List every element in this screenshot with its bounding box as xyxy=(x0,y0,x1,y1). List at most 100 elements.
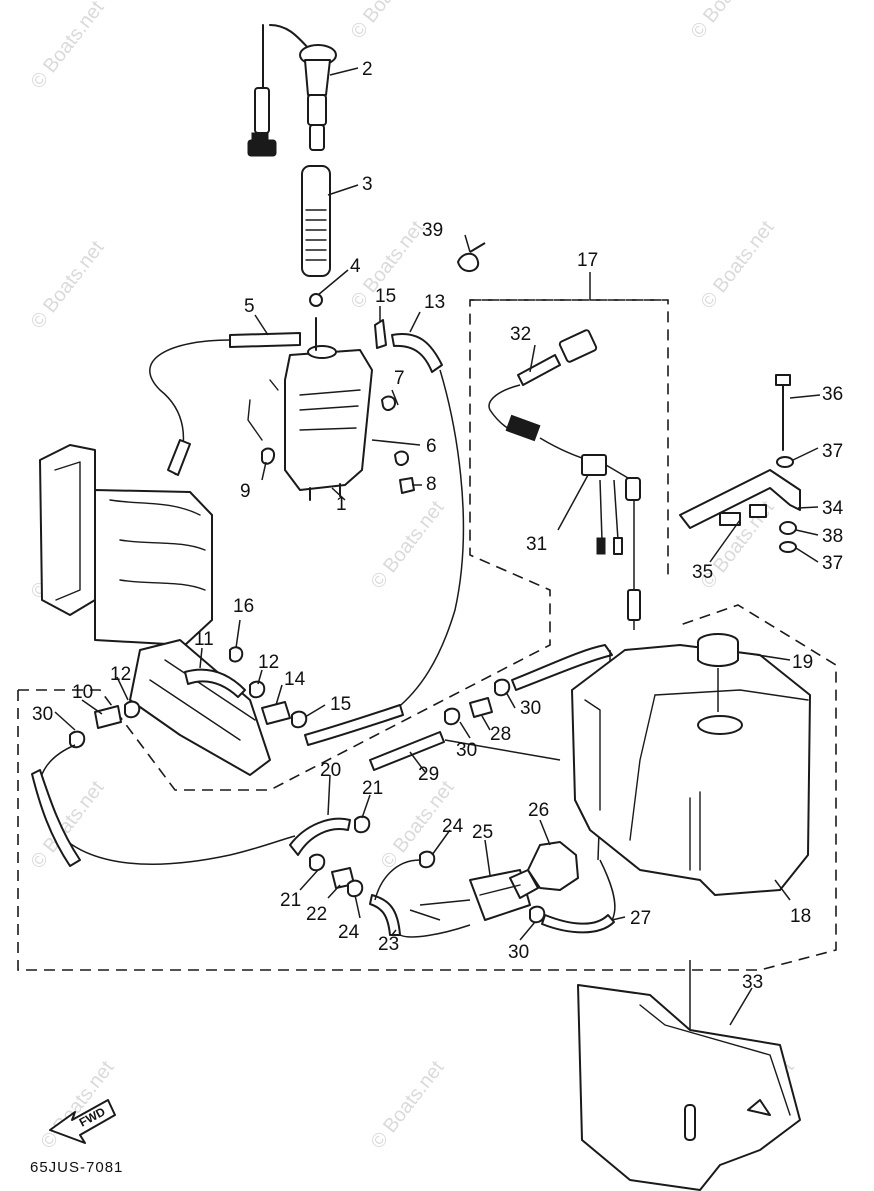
sensor-harness-17 xyxy=(488,329,645,673)
label-part-9: 9 xyxy=(240,481,251,502)
clip-30-left xyxy=(69,730,86,749)
hose-20 xyxy=(289,817,351,856)
tank-bracket-33 xyxy=(577,960,801,1191)
fwd-arrow: FWD xyxy=(49,1099,116,1144)
oil-strainer-3 xyxy=(301,165,331,277)
watermark: © Boats.net xyxy=(27,237,109,333)
grommet-4 xyxy=(309,293,323,307)
joint-10 xyxy=(94,705,122,729)
label-part-30-bottom: 30 xyxy=(508,942,529,963)
label-part-17: 17 xyxy=(577,250,598,271)
label-part-11: 11 xyxy=(194,629,214,650)
label-part-2: 2 xyxy=(362,59,373,80)
washer-37-top xyxy=(776,456,794,468)
engine-block xyxy=(39,444,271,776)
clip-16 xyxy=(229,646,244,663)
label-part-30-right: 30 xyxy=(520,698,541,719)
hose-23 xyxy=(369,894,401,936)
tank-cap-19 xyxy=(697,633,739,712)
filter-cap-26 xyxy=(527,841,579,891)
label-part-37-top: 37 xyxy=(822,441,843,462)
label-part-7: 7 xyxy=(394,368,405,389)
lower-group-boundary xyxy=(17,604,837,971)
label-part-23: 23 xyxy=(378,934,399,955)
label-part-4: 4 xyxy=(350,256,361,277)
label-part-19: 19 xyxy=(792,652,813,673)
label-part-21-bottom: 21 xyxy=(280,890,301,911)
label-part-39: 39 xyxy=(422,220,443,241)
clip-15-top xyxy=(374,319,387,349)
clip-30-upper xyxy=(494,678,511,697)
label-part-34: 34 xyxy=(822,498,844,519)
clip-6 xyxy=(394,450,409,466)
sleeve-32 xyxy=(517,354,561,386)
hose-29 xyxy=(369,731,445,771)
label-part-21-top: 21 xyxy=(362,778,383,799)
hose-13 xyxy=(391,333,443,373)
label-part-20: 20 xyxy=(320,760,341,781)
bolt-36 xyxy=(775,374,791,451)
label-part-25: 25 xyxy=(472,822,493,843)
sub-oil-tank-1 xyxy=(284,317,373,501)
joint-14 xyxy=(261,701,291,725)
label-part-8: 8 xyxy=(426,474,437,495)
clip-30-mid xyxy=(444,707,461,726)
return-hose-13 xyxy=(394,369,465,711)
clip-24-b xyxy=(419,850,436,869)
label-part-12-b: 12 xyxy=(258,652,279,673)
label-part-37-bottom: 37 xyxy=(822,553,843,574)
clip-21-b xyxy=(309,853,326,872)
label-part-26: 26 xyxy=(528,800,549,821)
bolt-8 xyxy=(399,477,415,494)
diagram-code: 65JUS-7081 xyxy=(30,1159,123,1176)
label-part-24-bottom: 24 xyxy=(338,922,360,943)
clamp-9 xyxy=(261,447,276,465)
label-part-30-mid: 30 xyxy=(456,740,477,761)
label-part-31: 31 xyxy=(526,534,547,555)
watermark: © Boats.net xyxy=(367,497,449,593)
label-part-32: 32 xyxy=(510,324,531,345)
watermark: © Boats.net xyxy=(347,0,429,43)
clip-12-a xyxy=(249,680,266,699)
feed-hose-2 xyxy=(247,24,337,157)
watermark: © Boats.net xyxy=(687,0,769,43)
clip-21-a xyxy=(354,815,371,834)
label-part-13: 13 xyxy=(424,292,445,313)
label-part-5: 5 xyxy=(244,296,255,317)
hose-5 xyxy=(229,332,301,348)
label-part-33: 33 xyxy=(742,972,763,993)
strap-34 xyxy=(679,469,801,529)
label-part-36: 36 xyxy=(822,384,843,405)
label-part-14: 14 xyxy=(284,669,306,690)
label-part-35: 35 xyxy=(692,562,713,583)
hose-tank-feed xyxy=(511,644,613,691)
label-part-30-left: 30 xyxy=(32,704,53,725)
label-part-27: 27 xyxy=(630,908,651,929)
return-hose xyxy=(149,339,231,476)
label-part-12-a: 12 xyxy=(110,664,131,685)
label-part-10: 10 xyxy=(72,682,93,703)
joint-28 xyxy=(469,697,493,718)
label-part-18: 18 xyxy=(790,906,811,927)
clip-7 xyxy=(381,395,396,411)
label-part-16: 16 xyxy=(233,596,254,617)
label-part-15-b: 15 xyxy=(330,694,351,715)
clip-30-lower xyxy=(529,905,546,924)
hose-15-long xyxy=(304,704,404,746)
clip-24-a xyxy=(347,879,364,898)
label-part-38: 38 xyxy=(822,526,843,547)
watermark: © Boats.net xyxy=(27,0,109,93)
nut-38 xyxy=(779,521,797,535)
label-part-3: 3 xyxy=(362,174,373,195)
watermark: © Boats.net xyxy=(697,217,779,313)
clip-12-b xyxy=(124,700,141,719)
washer-37-bottom xyxy=(779,541,797,553)
leader-lines xyxy=(54,67,821,1026)
label-part-29: 29 xyxy=(418,764,439,785)
part-labels: 2 3 39 4 17 5 15 13 32 7 36 6 37 8 9 1 3… xyxy=(32,59,844,993)
oil-tank-18 xyxy=(571,644,811,896)
label-part-28: 28 xyxy=(490,724,511,745)
hose-11 xyxy=(184,668,246,698)
label-part-1: 1 xyxy=(336,494,347,515)
